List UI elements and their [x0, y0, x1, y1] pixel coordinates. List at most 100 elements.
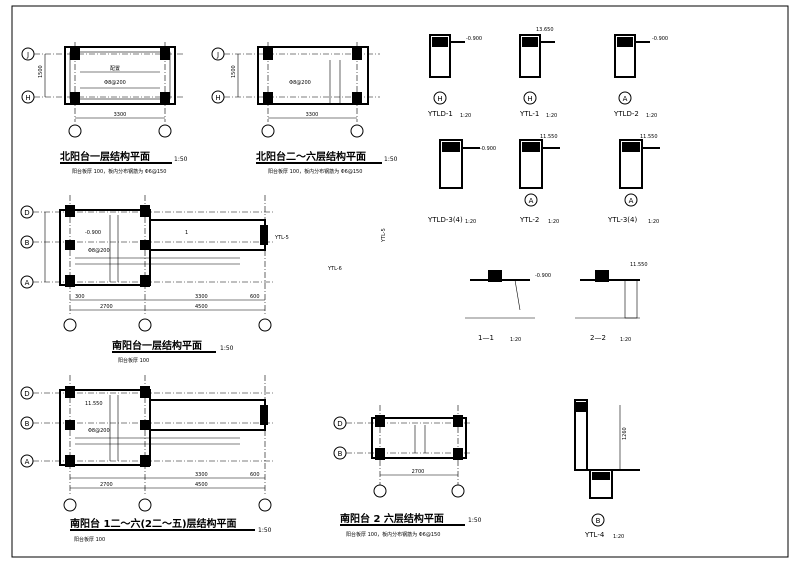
- sec2-scale: 1:20: [546, 113, 557, 119]
- section-ytl-4: 1260 B YTL-4 1:20: [574, 399, 640, 540]
- plan-title-south-1: 南阳台 1二～六(2二～五)层结构平面: [70, 517, 237, 530]
- slab-label: 配置: [110, 66, 120, 72]
- sec2-axis: H: [527, 95, 532, 103]
- ytl5-label: YTL-5: [274, 235, 289, 241]
- cut1-elev: -0.900: [535, 273, 551, 279]
- sec3-axis: A: [623, 95, 628, 103]
- note-south-2: 阳台板厚 100，板内分布钢筋为 Φ6@150: [346, 531, 440, 538]
- rebar-note-2: Φ8@200: [289, 80, 311, 86]
- elev-s2: 11.550: [85, 401, 103, 407]
- ytl4-scale: 1:20: [613, 534, 624, 540]
- section-ytl-1: H 13.650 YTL-1 1:20: [519, 27, 557, 119]
- ytl4-axis: B: [596, 517, 601, 525]
- axis-label-h2: H: [215, 94, 220, 102]
- axis-d: D: [24, 209, 29, 217]
- axis-label-j: J: [26, 51, 29, 59]
- sec6-scale: 1:20: [648, 219, 659, 225]
- plan-title-north1: 北阳台一层结构平面: [60, 150, 150, 163]
- rebar-note-s1: Φ8@200: [88, 248, 110, 254]
- scale-north1: 1:50: [174, 156, 188, 163]
- sec2-elev: 13.650: [536, 27, 554, 33]
- ytl4-dim: 1260: [622, 427, 628, 440]
- dim-s2-d: 4500: [195, 482, 208, 488]
- sec2-label: YTL-1: [519, 110, 539, 118]
- note-south-1: 阳台板厚 100: [74, 536, 105, 543]
- axis-a-b: A: [25, 458, 30, 466]
- section-2-2: 11.550 2—2 1:20: [575, 262, 648, 343]
- rebar-note-s2: Φ8@200: [88, 428, 110, 434]
- sec1-scale: 1:20: [460, 113, 471, 119]
- scale-south1: 1:50: [220, 345, 234, 352]
- axis-d-b: D: [24, 390, 29, 398]
- dim-s1-c: 600: [250, 294, 260, 300]
- sec5-axis: A: [529, 197, 534, 205]
- elev-s1: -0.900: [85, 230, 101, 236]
- ytl6-label: YTL-6: [327, 266, 342, 272]
- dim-s2-c: 2700: [100, 482, 113, 488]
- axis-a: A: [25, 279, 30, 287]
- cut-mark: 1: [185, 230, 188, 236]
- south-balcony-2-floor6-plan: D B 2700 南阳台 2 六层结构平面 1:50 阳台板厚 100，板内分布…: [333, 405, 482, 538]
- section-1-1: -0.900 1—1 1:20: [465, 270, 551, 343]
- cut2-elev: 11.550: [630, 262, 648, 268]
- rebar-note: Φ8@200: [104, 80, 126, 86]
- plan-title-south1: 南阳台一层结构平面: [112, 339, 202, 352]
- dim-s2-a: 3300: [195, 472, 208, 478]
- axis-b-c: B: [338, 450, 343, 458]
- axis-label-h: H: [25, 94, 30, 102]
- section-row-1: H -0.900 YTLD-1 1:20 H 13.650 YTL-1 1:20…: [427, 27, 668, 119]
- section-ytl-2: A 11.550 YTL-2 1:20: [519, 134, 560, 225]
- cut2-scale: 1:20: [620, 337, 631, 343]
- south-balcony-1-floor2-6-plan: D B A 11.550 Φ8@200 3300 600 2700 4500: [20, 375, 275, 543]
- dim-width-2: 3300: [306, 112, 319, 118]
- sec1-axis: H: [437, 95, 442, 103]
- cut1-label: 1—1: [478, 334, 494, 342]
- ytl4-label: YTL-4: [584, 531, 605, 539]
- sec4-scale: 1:20: [465, 219, 476, 225]
- scale-north2: 1:50: [384, 156, 398, 163]
- sheet-border: [11, 5, 789, 558]
- scale-south-1: 1:50: [258, 527, 272, 534]
- dim-s2-b: 600: [250, 472, 260, 478]
- sec5-scale: 1:20: [548, 219, 559, 225]
- dim-s1-e: 4500: [195, 304, 208, 310]
- dim-height: 1500: [38, 65, 44, 78]
- section-ytld-2: A -0.900 YTLD-2 1:20: [613, 34, 668, 119]
- sec1-elev: -0.900: [466, 36, 482, 42]
- south-balcony-floor1-plan: D B A 1 Φ8@200 -0.900 300 3300 600 2700: [20, 195, 289, 364]
- dim-height-2: 1500: [231, 65, 237, 78]
- axis-b-b: B: [25, 420, 30, 428]
- dim-s1-a: 300: [75, 294, 85, 300]
- cut1-scale: 1:20: [510, 337, 521, 343]
- sec3-scale: 1:20: [646, 113, 657, 119]
- sec3-elev: -0.900: [652, 36, 668, 42]
- axis-b: B: [25, 239, 30, 247]
- sec5-elev: 11.550: [540, 134, 558, 140]
- cut2-label: 2—2: [590, 334, 606, 342]
- north-balcony-floor1-plan: J H 配置 Φ8@200 1500 3300 北阳台一层结构平面 1:50 阳…: [21, 42, 188, 175]
- plan-title-south-2: 南阳台 2 六层结构平面: [340, 512, 444, 525]
- axis-label-j2: J: [216, 51, 219, 59]
- dim-width: 3300: [114, 112, 127, 118]
- sec6-axis: A: [629, 197, 634, 205]
- sec4-label: YTLD-3(4): [427, 216, 463, 224]
- plan-title-north2: 北阳台二～六层结构平面: [256, 150, 366, 163]
- dim-s1-b: 3300: [195, 294, 208, 300]
- scale-south-2: 1:50: [468, 517, 482, 524]
- sec1-label: YTLD-1: [427, 110, 453, 118]
- dim-s1-d: 2700: [100, 304, 113, 310]
- section-row-2: -0.900 YTLD-3(4) 1:20 A 11.550 YTL-2 1:2…: [427, 134, 660, 225]
- section-ytld-1: H -0.900 YTLD-1 1:20: [427, 34, 482, 119]
- ytl5-vert: YTL-5: [381, 228, 387, 243]
- sec6-elev: 11.550: [640, 134, 658, 140]
- sec3-label: YTLD-2: [613, 110, 639, 118]
- dim-s3: 2700: [412, 469, 425, 475]
- note-south1: 阳台板厚 100: [118, 357, 149, 364]
- section-ytld-3: -0.900 YTLD-3(4) 1:20: [427, 139, 496, 225]
- sec4-elev: -0.900: [480, 146, 496, 152]
- axis-d-c: D: [337, 420, 342, 428]
- sec6-label: YTL-3(4): [607, 216, 637, 224]
- note-north2: 阳台板厚 100，板内分布钢筋为 Φ6@150: [268, 168, 362, 175]
